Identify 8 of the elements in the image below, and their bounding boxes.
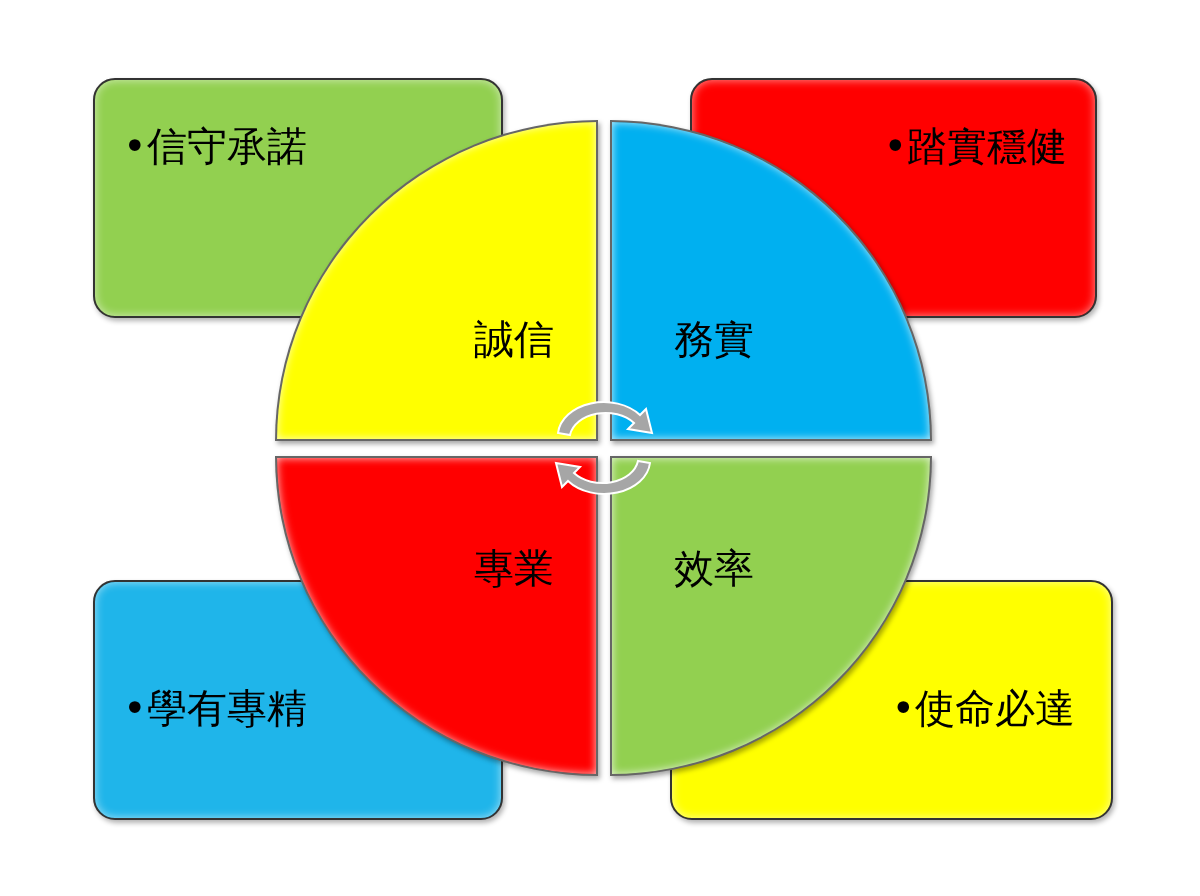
label-text: •學有專精 (123, 686, 307, 730)
label-text: 效率 (674, 546, 754, 590)
label-text: •信守承諾 (123, 124, 307, 168)
label-text: 誠信 (474, 316, 554, 361)
label-text: 專業 (474, 546, 554, 590)
label-text: 務實 (674, 316, 754, 361)
label-text: •使命必達 (891, 686, 1075, 730)
label-text: •踏實穩健 (883, 124, 1067, 168)
